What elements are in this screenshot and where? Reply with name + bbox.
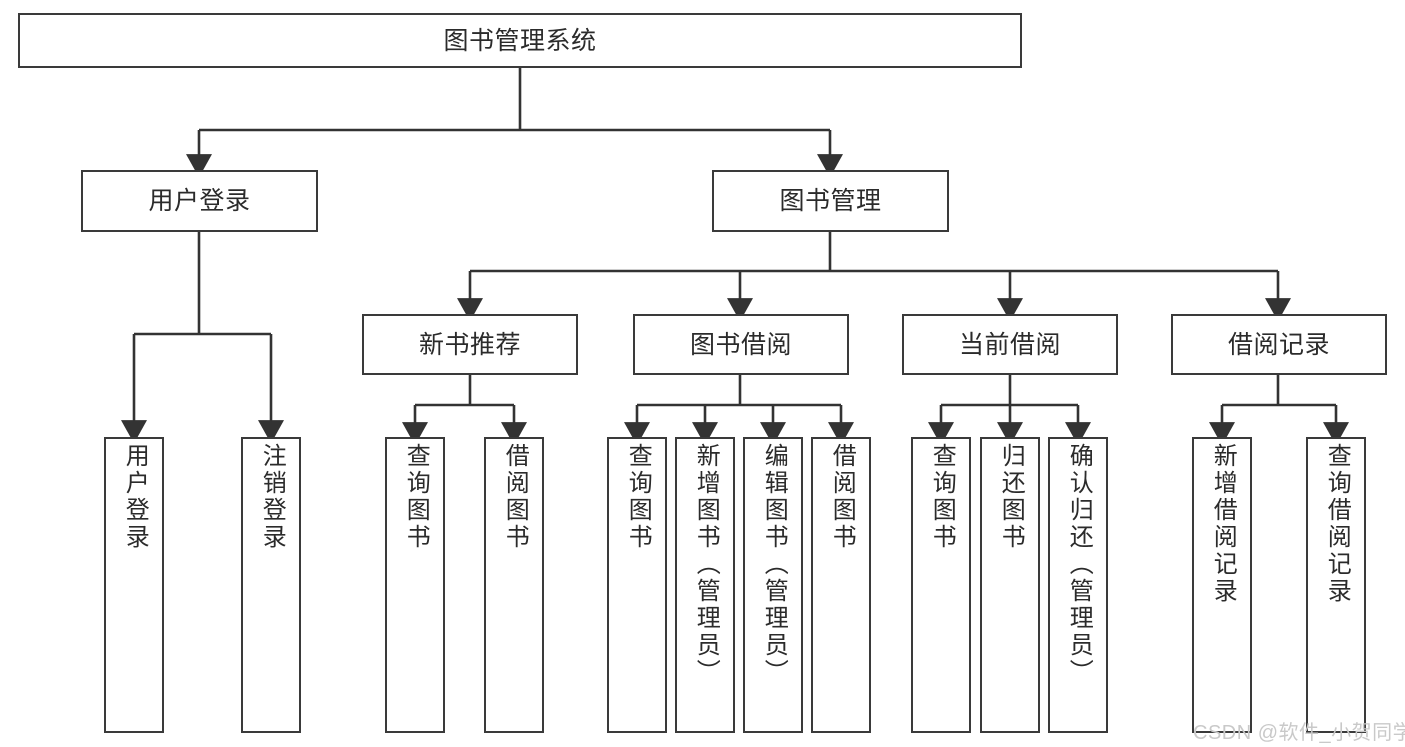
node-user-login[interactable]: 用户登录 [81, 170, 318, 232]
leaf-new-book-borrow-book[interactable]: 借阅图书 [484, 437, 544, 733]
leaf-current-borrow-confirm-return-admin[interactable]: 确认归还（管理员） [1048, 437, 1108, 733]
node-label: 查询图书 [928, 443, 956, 551]
leaf-borrow-record-add-record[interactable]: 新增借阅记录 [1192, 437, 1252, 733]
leaf-book-borrow-query-book[interactable]: 查询图书 [607, 437, 667, 733]
node-borrow-record[interactable]: 借阅记录 [1171, 314, 1387, 375]
node-label: 注销登录 [258, 443, 286, 551]
node-label: 借阅图书 [828, 443, 856, 551]
node-label: 图书管理 [779, 187, 882, 215]
leaf-book-borrow-edit-book-admin[interactable]: 编辑图书（管理员） [743, 437, 803, 733]
node-label: 借阅记录 [1227, 330, 1330, 359]
node-label: 当前借阅 [958, 330, 1061, 359]
node-label: 借阅图书 [501, 443, 529, 551]
leaf-user-login-login[interactable]: 用户登录 [104, 437, 164, 733]
leaf-book-borrow-borrow-book[interactable]: 借阅图书 [811, 437, 871, 733]
node-label: 查询借阅记录 [1323, 443, 1351, 605]
node-label: 用户登录 [121, 443, 149, 551]
leaf-current-borrow-query-book[interactable]: 查询图书 [911, 437, 971, 733]
node-label: 归还图书 [997, 443, 1025, 551]
node-label: 确认归还（管理员） [1065, 443, 1093, 686]
node-new-book-recommend[interactable]: 新书推荐 [362, 314, 578, 375]
leaf-book-borrow-add-book-admin[interactable]: 新增图书（管理员） [675, 437, 735, 733]
csdn-watermark: CSDN @软件_小贺同学 [1193, 722, 1405, 744]
node-label: 查询图书 [624, 443, 652, 551]
node-book-management[interactable]: 图书管理 [712, 170, 949, 232]
node-label: 用户登录 [148, 187, 251, 215]
leaf-current-borrow-return-book[interactable]: 归还图书 [980, 437, 1040, 733]
leaf-borrow-record-query-record[interactable]: 查询借阅记录 [1306, 437, 1366, 733]
node-label: 新增图书（管理员） [692, 443, 720, 686]
node-label: 新增借阅记录 [1209, 443, 1237, 605]
node-book-borrow[interactable]: 图书借阅 [633, 314, 849, 375]
node-label: 查询图书 [402, 443, 430, 551]
node-label: 图书借阅 [689, 330, 792, 359]
node-label: 图书管理系统 [443, 26, 597, 55]
node-label: 新书推荐 [418, 330, 521, 359]
leaf-user-login-logout[interactable]: 注销登录 [241, 437, 301, 733]
node-current-borrow[interactable]: 当前借阅 [902, 314, 1118, 375]
node-root-book-management-system[interactable]: 图书管理系统 [18, 13, 1022, 68]
node-label: 编辑图书（管理员） [760, 443, 788, 686]
leaf-new-book-query-book[interactable]: 查询图书 [385, 437, 445, 733]
